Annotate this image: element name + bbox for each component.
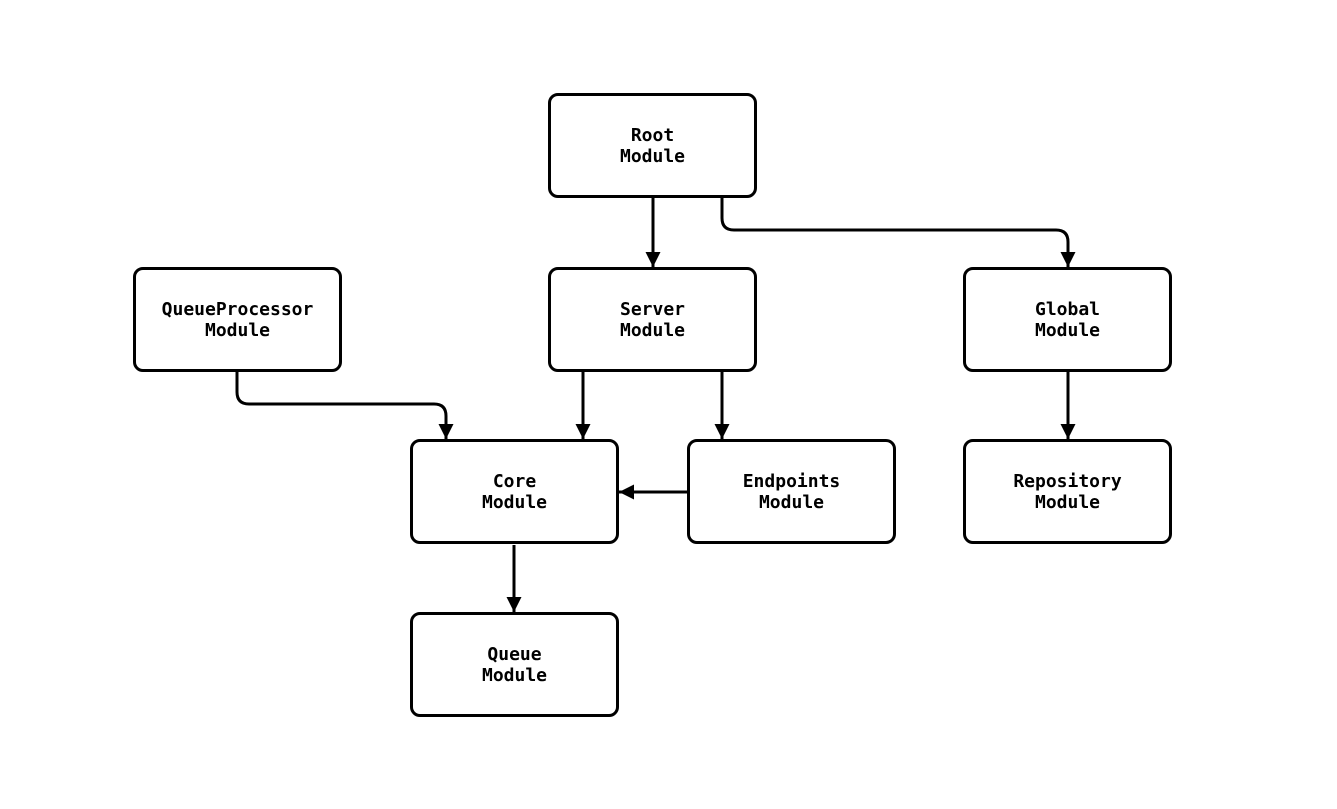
- node-root-module: Root Module: [548, 93, 757, 198]
- node-queue-module: Queue Module: [410, 612, 619, 717]
- node-repository-module: Repository Module: [963, 439, 1172, 544]
- node-queueprocessor-module: QueueProcessor Module: [133, 267, 342, 372]
- node-label: Server Module: [619, 298, 686, 341]
- edge-root-global: [720, 198, 1076, 267]
- edge-group: [235, 198, 1076, 612]
- node-label: Queue Module: [481, 643, 548, 686]
- node-label: Root Module: [619, 124, 686, 167]
- node-label: Core Module: [481, 470, 548, 513]
- node-server-module: Server Module: [548, 267, 757, 372]
- node-label: Endpoints Module: [742, 470, 841, 513]
- node-label: Global Module: [1034, 298, 1101, 341]
- node-endpoints-module: Endpoints Module: [687, 439, 896, 544]
- edge-queueprocessor-core: [235, 372, 454, 439]
- node-label: QueueProcessor Module: [161, 298, 314, 341]
- node-core-module: Core Module: [410, 439, 619, 544]
- node-global-module: Global Module: [963, 267, 1172, 372]
- node-label: Repository Module: [1013, 470, 1122, 513]
